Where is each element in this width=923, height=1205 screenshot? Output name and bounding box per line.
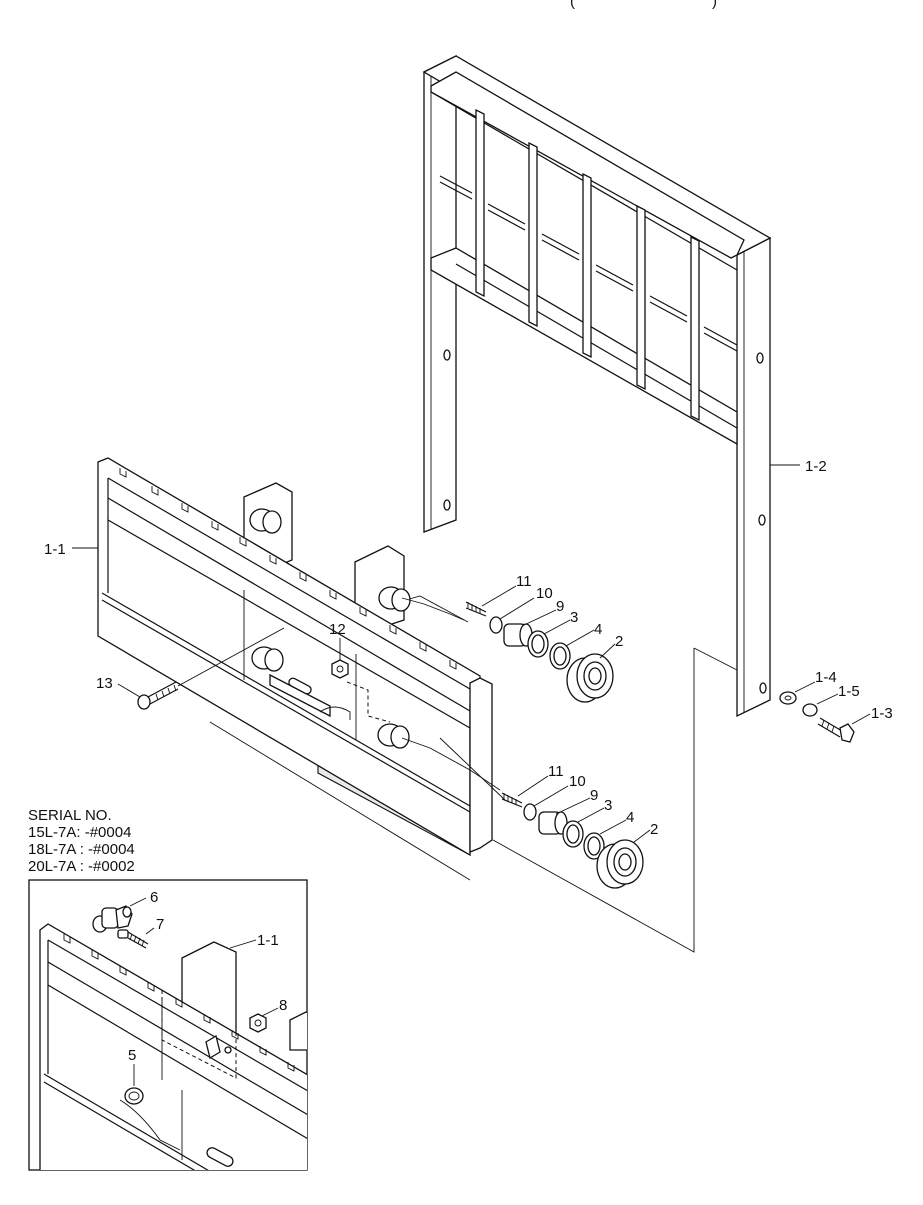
roller-assembly-upper [465,601,614,703]
label-9-lower: 9 [590,787,598,804]
serial-note: SERIAL NO. 15L-7A: -#0004 18L-7A : -#000… [28,807,135,875]
label-10-lower: 10 [569,773,586,790]
label-2-lower: 2 [650,821,658,838]
lock-washer-1-5 [802,703,818,717]
label-1-2: 1-2 [805,458,827,475]
label-2-upper: 2 [615,633,623,650]
roller-assembly-lower [501,792,644,889]
inset-label-8: 8 [279,997,287,1014]
serial-line-3: 20L-7A : -#0002 [28,858,135,875]
inset-label-7: 7 [156,916,164,933]
label-10-upper: 10 [536,585,553,602]
label-1-1: 1-1 [44,541,66,558]
label-1-5: 1-5 [838,683,860,700]
header-fragment-right: ) [712,0,717,10]
label-4-upper: 4 [594,621,602,638]
inset-detail: 6 7 1-1 8 5 [28,879,308,1171]
washer-1-4 [779,691,797,705]
label-9-upper: 9 [556,598,564,615]
label-4-lower: 4 [626,809,634,826]
label-1-3: 1-3 [871,705,893,722]
bolt-13 [137,627,285,710]
bolt-1-3 [817,717,855,743]
serial-heading: SERIAL NO. [28,807,112,824]
label-11-upper: 11 [516,573,532,590]
label-3-upper: 3 [570,609,578,626]
label-12: 12 [329,621,346,638]
header-fragment-left: ( [570,0,575,10]
label-3-lower: 3 [604,797,612,814]
inset-label-6: 6 [150,889,158,906]
label-1-4: 1-4 [815,669,837,686]
nut-12 [331,659,349,679]
serial-line-2: 18L-7A : -#0004 [28,841,135,858]
serial-line-1: 15L-7A: -#0004 [28,824,131,841]
callouts: 1-1 1-2 1-4 1-5 1-3 11 10 9 3 4 2 11 10 … [44,458,893,843]
inset-label-1-1: 1-1 [257,932,279,949]
inset-label-5: 5 [128,1047,136,1064]
fork-carriage [97,457,506,881]
load-backrest [422,54,772,718]
label-13: 13 [96,675,113,692]
label-11-lower: 11 [548,763,564,780]
